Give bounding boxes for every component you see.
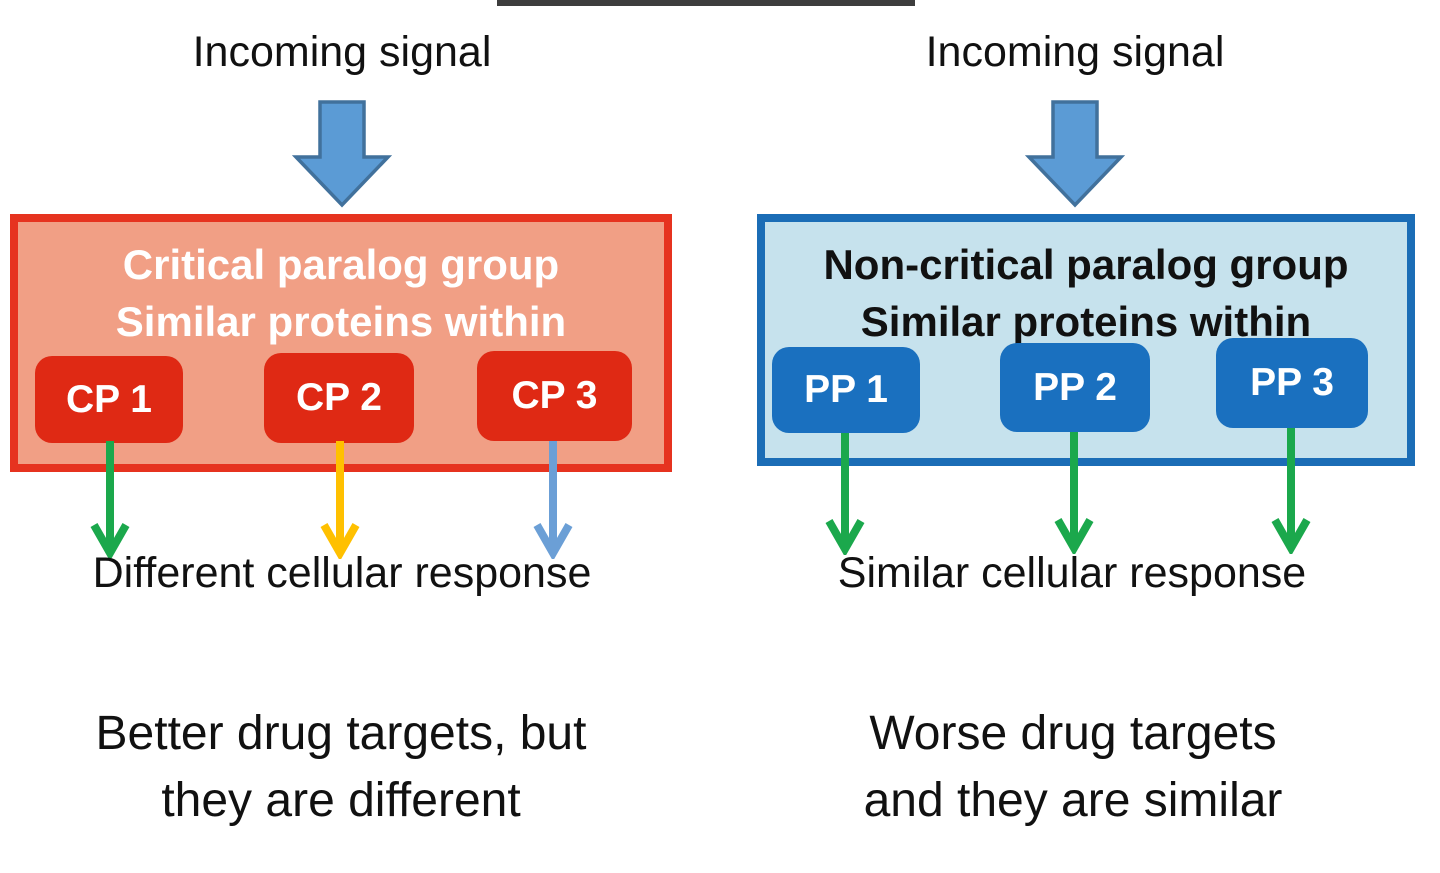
green-response-arrow-pp3	[1271, 428, 1311, 554]
incoming-signal-arrow-icon	[292, 100, 392, 208]
protein-chip-cp2: CP 2	[264, 353, 414, 443]
noncritical-group-title-line2: Similar proteins within	[860, 298, 1312, 345]
left-caption: Better drug targets, but they are differ…	[21, 700, 661, 834]
top-border-artifact	[497, 0, 915, 6]
blue-response-arrow-cp3	[533, 441, 573, 559]
right-caption-line1: Worse drug targets	[869, 707, 1277, 760]
green-response-arrow-pp1	[825, 433, 865, 555]
different-cellular-response-label: Different cellular response	[92, 549, 592, 597]
critical-group-title-line2: Similar proteins within	[115, 298, 567, 345]
incoming-signal-arrow-icon	[1025, 100, 1125, 208]
protein-chip-pp3: PP 3	[1216, 338, 1368, 428]
similar-cellular-response-label: Similar cellular response	[837, 549, 1307, 597]
critical-group-title-line1: Critical paralog group	[122, 241, 560, 288]
incoming-signal-label-right: Incoming signal	[925, 28, 1225, 76]
left-caption-line2: they are different	[161, 774, 521, 827]
protein-chip-cp1: CP 1	[35, 356, 183, 443]
protein-chip-pp2: PP 2	[1000, 343, 1150, 432]
right-caption: Worse drug targets and they are similar	[753, 700, 1393, 834]
protein-chip-cp3: CP 3	[477, 351, 632, 441]
gold-response-arrow-cp2	[320, 441, 360, 559]
left-caption-line1: Better drug targets, but	[95, 707, 587, 760]
critical-group-title: Critical paralog group Similar proteins …	[18, 222, 664, 350]
green-response-arrow-cp1	[90, 441, 130, 559]
green-response-arrow-pp2	[1054, 432, 1094, 554]
right-caption-line2: and they are similar	[863, 774, 1283, 827]
protein-chip-pp1: PP 1	[772, 347, 920, 433]
noncritical-group-title-line1: Non-critical paralog group	[823, 241, 1349, 288]
incoming-signal-label-left: Incoming signal	[192, 28, 492, 76]
noncritical-group-title: Non-critical paralog group Similar prote…	[765, 222, 1407, 350]
